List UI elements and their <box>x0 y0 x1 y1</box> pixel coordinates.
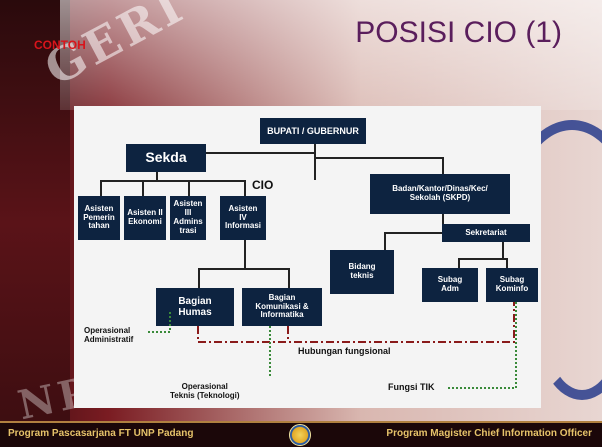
label-operasional-administratif: Operasional Administratif <box>84 326 134 344</box>
connector-line <box>100 180 102 196</box>
connector-line <box>384 232 386 250</box>
connector-line <box>244 238 246 268</box>
dashed-connectors <box>146 302 517 389</box>
box-bagian-kominfo: Bagian Komunikasi & Informatika <box>242 288 322 326</box>
university-logo-icon <box>289 424 311 446</box>
connector-line <box>100 180 246 182</box>
background-sheen <box>60 0 602 110</box>
connector-line <box>198 268 200 288</box>
slide-subtitle: CONTOH <box>34 38 86 52</box>
box-bupati-gubernur: BUPATI / GUBERNUR <box>260 118 366 144</box>
connector-line <box>502 242 504 258</box>
background-left-band <box>0 0 70 447</box>
box-subag-adm: Subag Adm <box>422 268 478 302</box>
swirl-decoration-lower <box>537 260 602 400</box>
box-asisten-informasi: Asisten IV Informasi <box>220 196 266 240</box>
connector-line <box>244 180 246 196</box>
label-operasional-teknis: Operasional Teknis (Teknologi) <box>170 382 240 400</box>
connector-line <box>314 157 442 159</box>
connector-line <box>288 268 290 288</box>
connector-line <box>506 258 508 268</box>
footer-left-text: Program Pascasarjana FT UNP Padang <box>8 428 194 439</box>
box-asisten-ekonomi: Asisten II Ekonomi <box>124 196 166 240</box>
box-asisten-pemerintahan: Asisten Pemerin tahan <box>78 196 120 240</box>
box-bidang-teknis: Bidang teknis <box>330 250 394 294</box>
footer-bar: Program Pascasarjana FT UNP Padang Progr… <box>0 421 602 447</box>
box-sekda: Sekda <box>126 144 206 172</box>
box-subag-kominfo: Subag Kominfo <box>486 268 538 302</box>
org-chart: BUPATI / GUBERNUR Sekda Asisten Pemerin … <box>74 106 541 408</box>
box-asisten-administrasi: Asisten III Admins trasi <box>170 196 206 240</box>
connector-line <box>204 152 314 154</box>
label-fungsi-tik: Fungsi TIK <box>388 382 435 392</box>
connector-line <box>458 258 506 260</box>
box-sekretariat: Sekretariat <box>442 224 530 242</box>
connector-line <box>458 258 460 268</box>
box-skpd: Badan/Kantor/Dinas/Kec/ Sekolah (SKPD) <box>370 174 510 214</box>
slide-title: POSISI CIO (1) <box>355 16 562 49</box>
connector-line <box>442 212 444 226</box>
connector-line <box>188 180 190 196</box>
swirl-decoration-upper <box>502 120 602 340</box>
cio-label: CIO <box>252 178 274 192</box>
connector-line <box>142 180 144 196</box>
footer-right-text: Program Magister Chief Information Offic… <box>386 428 592 439</box>
connector-line <box>198 268 290 270</box>
connector-line <box>314 142 316 180</box>
box-bagian-humas: Bagian Humas <box>156 288 234 326</box>
connector-line <box>442 157 444 175</box>
connector-line <box>384 232 442 234</box>
label-hubungan-fungsional: Hubungan fungsional <box>298 346 391 356</box>
